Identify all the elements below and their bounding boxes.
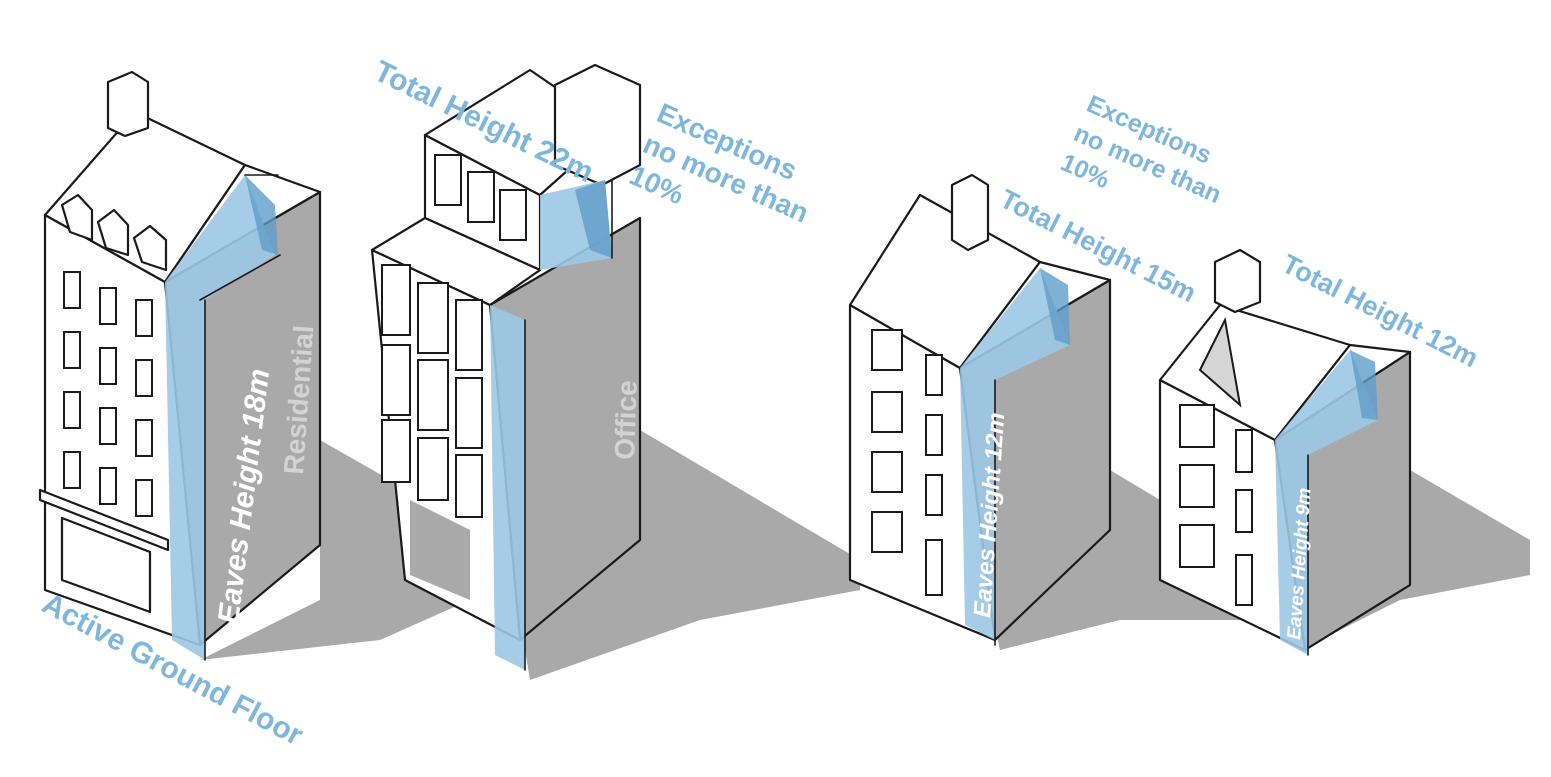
building-house-15m [848,173,1260,650]
building-house-15m-windows [871,329,943,596]
building-house-12m [1158,248,1530,656]
building-house-15m-eaves-shade [1040,268,1070,345]
building-house-15m-shadow [990,470,1260,650]
building-residential-eaves-shade [245,175,278,255]
label-office: Office [609,380,643,460]
building-office-plant-box [553,63,642,187]
building-residential-shopfront [60,516,152,614]
building-residential-windows [63,271,153,517]
building-residential-dormers [60,193,168,272]
building-office-entrance-shadow [410,500,470,600]
building-house-12m-dormer [1198,316,1242,408]
building-residential [38,70,560,661]
building-residential-eaves-top [199,254,281,301]
building-house-12m-windows [1179,404,1253,606]
building-residential-eaves-roof [165,175,275,300]
building-house-15m-eaves-roof [960,268,1070,380]
building-office [370,63,860,680]
building-office-upper-shade [575,180,612,258]
building-office-windows [381,154,527,518]
building-house-12m-eaves-roof [1275,350,1378,455]
building-house-12m-chimney [1213,248,1262,314]
building-house-12m-eaves-shade [1350,350,1378,420]
building-office-eaves-strip [490,305,525,670]
building-house-15m-eaves-strip [960,368,995,640]
label-exceptions-2: Exceptions no more than 10% [1057,90,1245,241]
building-house-15m-chimney [950,173,990,252]
building-residential-eaves-strip [165,282,205,660]
building-residential-chimney [106,70,150,138]
building-residential-shopfront-band [38,488,170,552]
building-house-12m-eaves-strip [1275,440,1308,655]
building-residential-shadow [200,440,560,660]
label-exceptions-1: Exceptions no more than 10% [625,97,834,263]
